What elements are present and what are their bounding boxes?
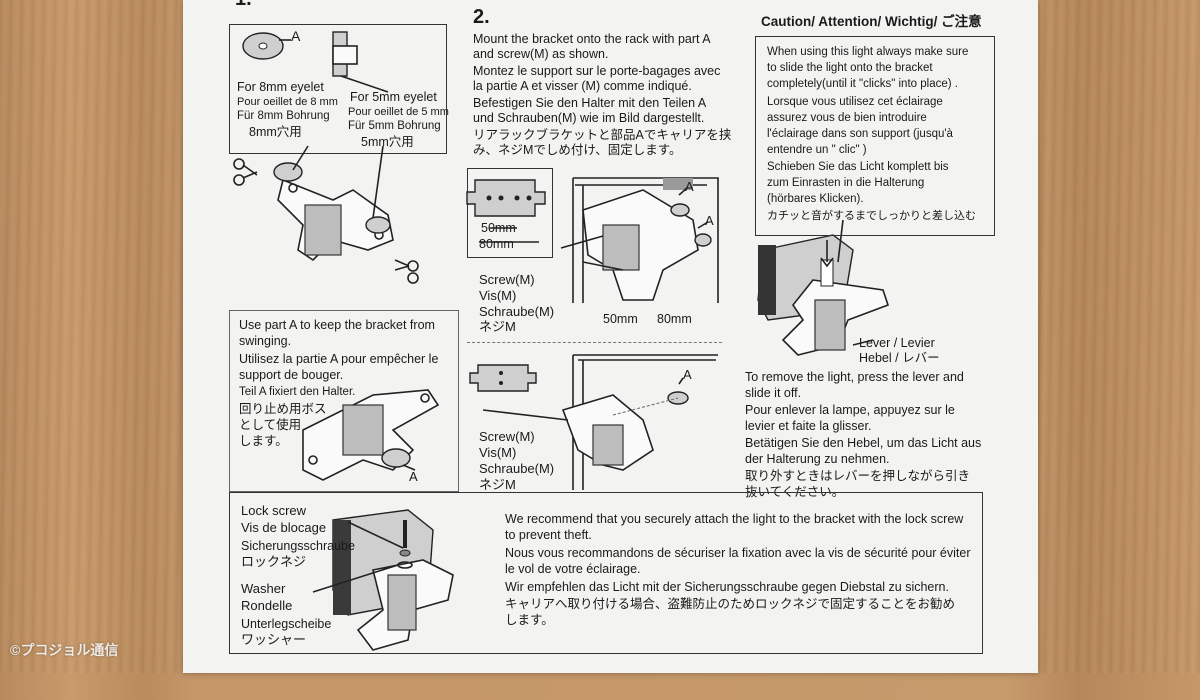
eyelet-5mm-de: Für 5mm Bohrung — [348, 120, 441, 132]
swing-line-4: support de bouger. — [239, 368, 344, 382]
step-2-line-7: リアラックブラケットと部品Aでキャリアを挟 — [473, 128, 732, 142]
swing-line-2: swinging. — [239, 334, 292, 348]
lock-screw-box — [229, 492, 983, 654]
lock-label-ja: ロックネジ — [241, 554, 307, 569]
lever-label-2: Hebel / レバー — [859, 351, 940, 365]
lock-label-fr: Vis de blocage — [241, 520, 327, 535]
screw-label-2-en: Screw(M) — [479, 429, 535, 444]
caution-line-4: Lorsque vous utilisez cet éclairage — [767, 96, 943, 108]
step-1-eyelet-box — [229, 24, 447, 154]
step-2-line-8: み、ネジMでしめ付け、固定します。 — [473, 143, 682, 157]
swing-line-5: Teil A fixiert den Halter. — [239, 386, 356, 398]
eyelet-8mm-de: Für 8mm Bohrung — [237, 110, 330, 122]
caution-box — [755, 36, 995, 236]
step-2-line-5: Befestigen Sie den Halter mit den Teilen… — [473, 96, 707, 110]
remove-line-5: Betätigen Sie den Hebel, um das Licht au… — [745, 436, 982, 450]
eyelet-5mm-ja: 5mm穴用 — [361, 135, 414, 149]
step-1-eyelet-illustration — [233, 31, 419, 284]
screw-label-ja: ネジM — [479, 319, 516, 334]
step-2-number: 2. — [473, 6, 490, 28]
recommend-line-2: to prevent theft. — [505, 528, 592, 542]
caution-line-7: entendre un " clic" ) — [767, 144, 867, 156]
recommend-line-4: le vol de votre éclairage. — [505, 562, 641, 576]
eyelet-8mm-en: For 8mm eyelet — [237, 80, 324, 94]
caution-heading: Caution/ Attention/ Wichtig/ ご注意 — [761, 14, 982, 29]
caution-line-11: カチッと音がするまでしっかりと差し込む — [767, 210, 976, 222]
caution-line-9: zum Einrasten in die Halterung — [767, 177, 925, 189]
eyelet-5mm-en: For 5mm eyelet — [350, 90, 437, 104]
swing-line-1: Use part A to keep the bracket from — [239, 318, 435, 332]
step-2-line-1: Mount the bracket onto the rack with par… — [473, 32, 711, 46]
screw-label-fr: Vis(M) — [479, 288, 517, 303]
step-2-line-6: und Schrauben(M) wie im Bild dargestellt… — [473, 111, 705, 125]
caution-line-8: Schieben Sie das Licht komplett bis — [767, 161, 949, 173]
recommend-line-3: Nous vous recommandons de sécuriser la f… — [505, 546, 971, 560]
screw-label-2-fr: Vis(M) — [479, 445, 517, 460]
remove-line-7: 取り外すときはレバーを押しながら引き — [745, 469, 971, 483]
caution-line-10: (hörbares Klicken). — [767, 193, 864, 205]
rack-label-a-2: A — [705, 213, 714, 228]
swing-line-3: Utilisez la partie A pour empêcher le — [239, 352, 439, 366]
washer-label-de: Unterlegscheibe — [241, 617, 332, 631]
recommend-line-7: します。 — [505, 613, 554, 627]
caution-line-5: assurez vous de bien introduire — [767, 112, 927, 124]
part-a-label: A — [291, 28, 301, 44]
step-2-line-4: la partie A et visser (M) comme indiqué. — [473, 79, 692, 93]
recommend-line-5: Wir empfehlen das Licht mit der Sicherun… — [505, 580, 949, 594]
instruction-sheet: 1. A For 8mm eyelet Pour oeillet de 8 mm… — [183, 0, 1038, 673]
eyelet-8mm-ja: 8mm穴用 — [249, 125, 302, 139]
rack-label-a-1: A — [685, 179, 694, 194]
dim-80mm-rack: 80mm — [657, 312, 692, 326]
lever-label-1: Lever / Levier — [859, 336, 935, 350]
remove-line-1: To remove the light, press the lever and — [745, 370, 964, 384]
screw-label-2-de: Schraube(M) — [479, 461, 555, 476]
swing-line-8: します。 — [239, 434, 288, 448]
bracket-dimension-box — [467, 168, 553, 258]
remove-line-6: der Halterung zu nehmen. — [745, 452, 890, 466]
swing-line-6: 回り止め用ボス — [239, 402, 327, 416]
dim-50mm-rack: 50mm — [603, 312, 638, 326]
washer-label-ja: ワッシャー — [241, 632, 307, 647]
recommend-line-1: We recommend that you securely attach th… — [505, 512, 964, 526]
rack-label-a-3: A — [683, 367, 692, 382]
dim-50mm-top: 50mm — [481, 221, 516, 235]
remove-line-4: levier et faite la glisser. — [745, 419, 872, 433]
caution-line-6: l'éclairage dans son support (jusqu'à — [767, 128, 953, 140]
recommend-line-6: キャリアへ取り付ける場合、盗難防止のためロックネジで固定することをお勧め — [505, 597, 956, 611]
swing-label-a: A — [409, 469, 418, 484]
caution-line-2: to slide the light onto the bracket — [767, 62, 933, 74]
step-2-line-3: Montez le support sur le porte-bagages a… — [473, 64, 721, 78]
eyelet-8mm-fr: Pour oeillet de 8 mm — [237, 96, 338, 108]
washer-label-fr: Rondelle — [241, 598, 293, 613]
step-2-rack-illustration — [302, 177, 890, 651]
swing-line-7: として使用 — [239, 418, 302, 432]
remove-line-2: slide it off. — [745, 386, 802, 400]
caution-line-1: When using this light always make sure — [767, 46, 969, 58]
swing-note-box — [229, 310, 459, 492]
remove-line-3: Pour enlever la lampe, appuyez sur le — [745, 403, 955, 417]
lock-label-de: Sicherungsschraube — [241, 539, 355, 553]
step-2-divider — [467, 342, 722, 343]
eyelet-5mm-fr: Pour oeillet de 5 mm — [348, 106, 449, 118]
screw-label-en: Screw(M) — [479, 272, 535, 287]
dim-80mm-top: 80mm — [479, 237, 514, 251]
washer-label-en: Washer — [241, 581, 286, 596]
caution-line-3: completely(until it "clicks" into place)… — [767, 78, 958, 90]
watermark: ©プコジョル通信 — [10, 642, 119, 658]
screw-label-2-ja: ネジM — [479, 477, 516, 492]
step-2-line-2: and screw(M) as shown. — [473, 47, 609, 61]
screw-label-de: Schraube(M) — [479, 304, 555, 319]
lock-label-en: Lock screw — [241, 503, 307, 518]
step-1-number: 1. — [235, 0, 252, 11]
